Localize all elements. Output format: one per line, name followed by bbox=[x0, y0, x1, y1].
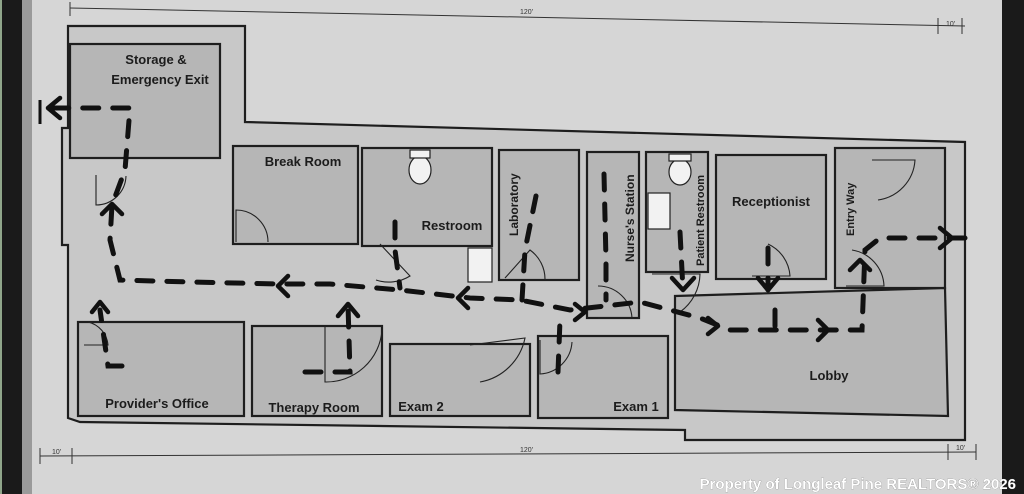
sink-icon bbox=[647, 192, 671, 230]
route-arrow-icon bbox=[45, 95, 955, 343]
room-exam-2 bbox=[388, 342, 532, 418]
dim-bottom-right: 10' bbox=[956, 445, 965, 452]
label-restroom: Restroom bbox=[422, 218, 483, 233]
label-laboratory: Laboratory bbox=[507, 173, 521, 236]
label-nurses-station: Nurse's Station bbox=[623, 174, 637, 262]
evacuation-route bbox=[45, 105, 968, 375]
room-lobby bbox=[673, 286, 950, 418]
room-laboratory bbox=[497, 148, 581, 282]
paper-shadow bbox=[22, 0, 32, 494]
toilet-icon bbox=[668, 158, 692, 186]
dim-bottom-left: 10' bbox=[52, 449, 61, 456]
room-receptionist bbox=[714, 153, 828, 281]
label-patient-restroom: Patient Restroom bbox=[695, 175, 707, 266]
dim-bottom-main: 120' bbox=[520, 447, 533, 454]
label-providers-office: Provider's Office bbox=[105, 396, 209, 411]
toilet-tank-icon bbox=[409, 149, 431, 159]
toilet-tank-icon bbox=[668, 153, 692, 162]
label-therapy-room: Therapy Room bbox=[268, 400, 359, 415]
room-break-room bbox=[231, 144, 360, 246]
room-storage bbox=[68, 42, 222, 160]
room-exam-1 bbox=[536, 334, 670, 420]
label-exam-2: Exam 2 bbox=[398, 399, 444, 414]
dim-top-right: 10' bbox=[946, 21, 955, 28]
label-exam-1: Exam 1 bbox=[613, 399, 659, 414]
dim-top-main: 120' bbox=[520, 9, 533, 16]
label-entry-way: Entry Way bbox=[845, 182, 857, 236]
label-break-room: Break Room bbox=[265, 154, 342, 169]
label-receptionist: Receptionist bbox=[732, 194, 811, 209]
dimension-lines bbox=[39, 2, 977, 464]
watermark: Property of Longleaf Pine REALTORS® 2026 bbox=[700, 476, 1016, 493]
toilet-icon bbox=[408, 155, 432, 185]
label-storage-2: Emergency Exit bbox=[111, 72, 209, 87]
sink-icon bbox=[467, 247, 493, 283]
label-lobby: Lobby bbox=[810, 368, 850, 383]
label-storage-1: Storage & bbox=[125, 52, 186, 67]
